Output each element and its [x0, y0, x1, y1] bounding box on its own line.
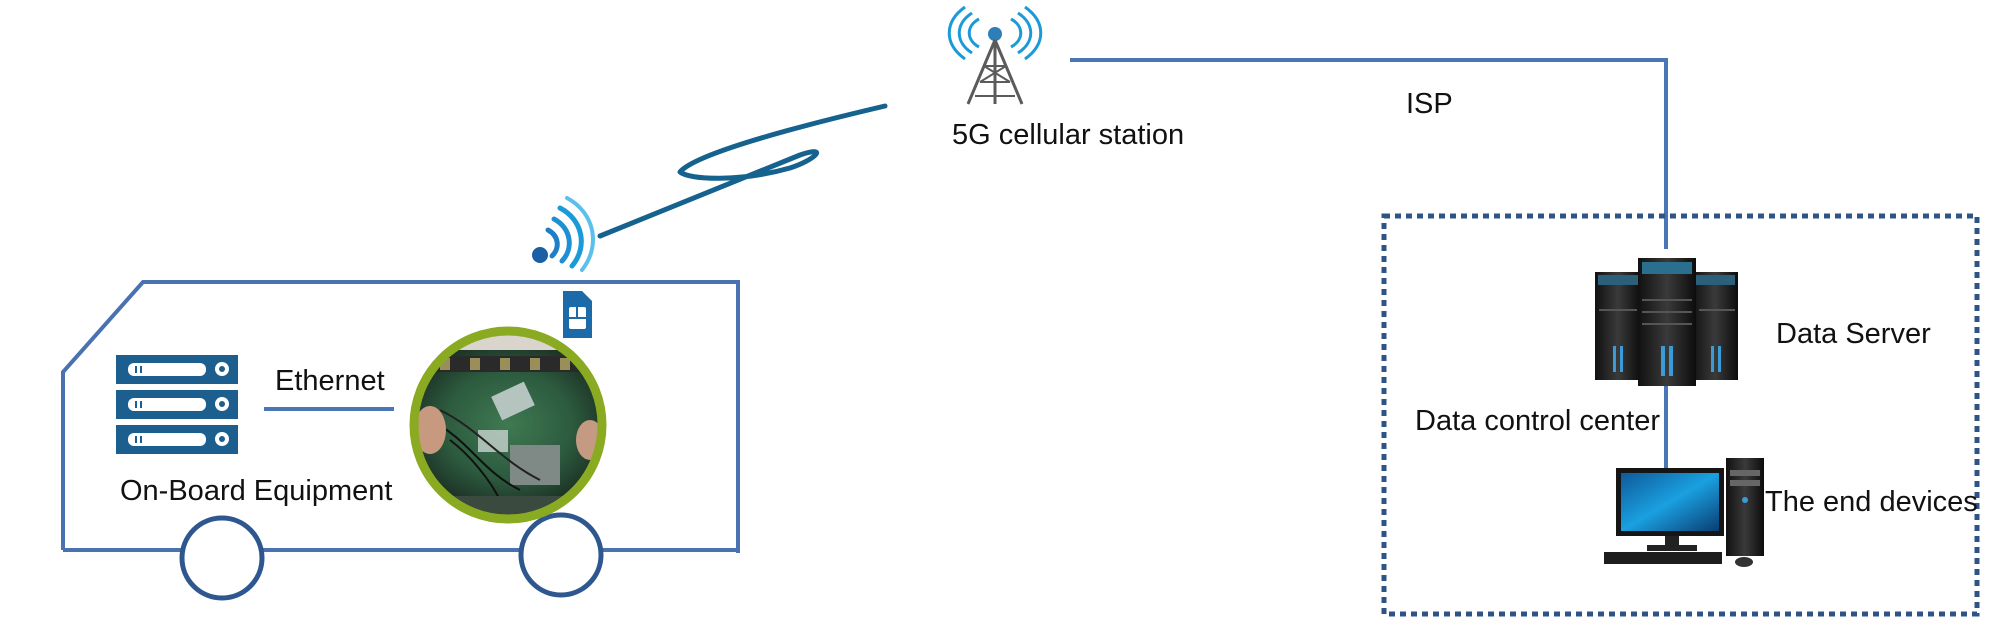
vehicle-outline [61, 280, 740, 553]
server-rack-icon [116, 355, 238, 454]
cellular-station-label: 5G cellular station [952, 119, 1185, 151]
circuit-board-photo [409, 326, 607, 524]
onboard-equipment-label: On-Board Equipment [120, 475, 393, 507]
isp-label: ISP [1406, 88, 1453, 120]
front-wheel [518, 512, 604, 598]
wireless-link-zigzag [597, 103, 888, 239]
end-devices-label: The end devices [1765, 486, 1978, 518]
cell-tower-icon [947, 5, 1043, 105]
sim-card-icon [563, 291, 592, 338]
desktop-computer-icon [1604, 458, 1764, 567]
wireless-signal-icon [532, 196, 595, 272]
data-control-center-label: Data control center [1415, 405, 1661, 437]
rear-wheel [179, 515, 265, 601]
data-server-label: Data Server [1776, 318, 1931, 350]
data-control-center-box [1381, 213, 1980, 617]
data-server-icon [1595, 258, 1738, 386]
isp-link-line [1070, 58, 1668, 249]
ethernet-label: Ethernet [275, 365, 385, 397]
